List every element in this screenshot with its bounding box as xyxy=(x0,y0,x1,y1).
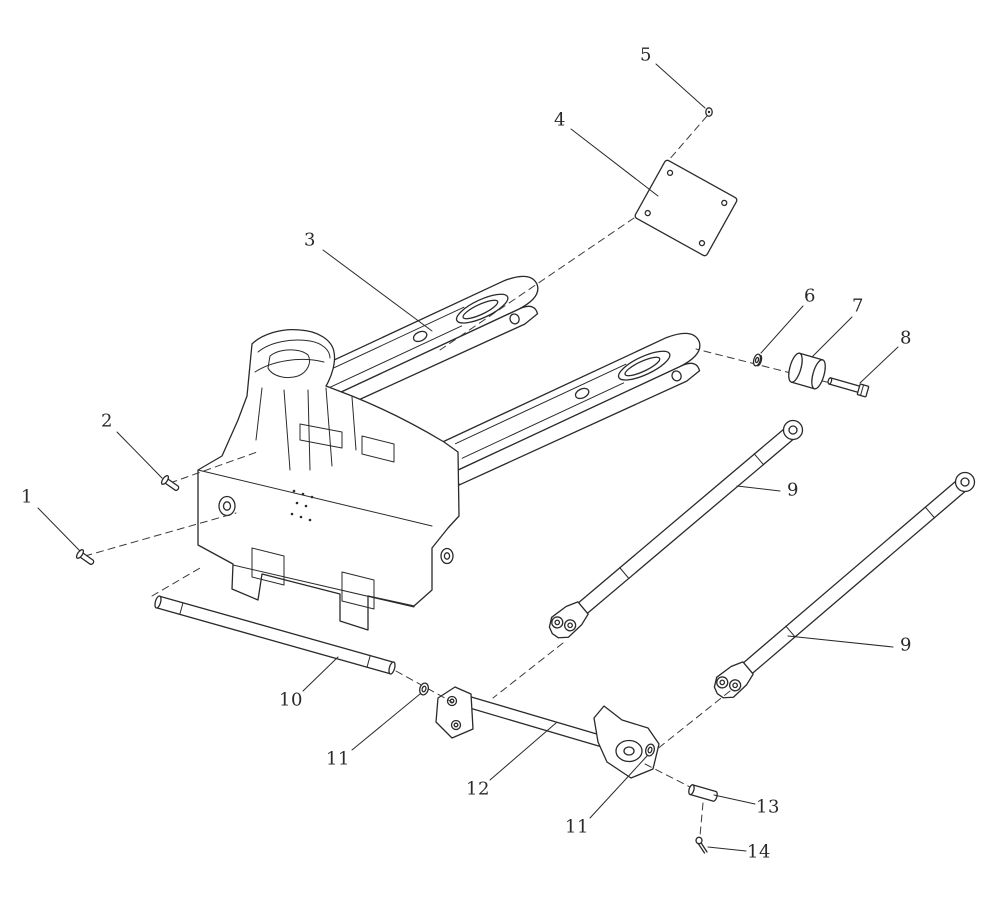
leader-9b xyxy=(787,635,894,648)
fork-right xyxy=(439,332,701,486)
axle-rod xyxy=(154,595,396,675)
leader-4 xyxy=(570,128,659,197)
cotter-pin-14 xyxy=(695,836,708,854)
rivet-part-5 xyxy=(705,107,713,117)
retaining-ring-11a xyxy=(418,682,430,696)
leader-8 xyxy=(859,346,899,384)
push-rod-upper xyxy=(548,419,804,639)
leader-6 xyxy=(760,305,804,354)
crank-shaft xyxy=(435,686,660,779)
leader-lines xyxy=(37,63,899,852)
clevis-pin-13 xyxy=(688,784,718,802)
leader-14 xyxy=(707,846,747,852)
push-rod-lower xyxy=(713,471,976,699)
leader-7 xyxy=(811,316,853,358)
leader-11a xyxy=(351,693,421,751)
retaining-ring-11b xyxy=(644,743,656,757)
screw-part-1 xyxy=(75,549,95,566)
leader-11b xyxy=(589,755,648,819)
leader-9a xyxy=(736,485,781,492)
leader-10 xyxy=(302,656,339,692)
assembly-dashed-lines xyxy=(84,115,863,837)
washer-part-6 xyxy=(752,353,763,367)
leader-12 xyxy=(489,722,557,781)
leader-3 xyxy=(322,249,433,332)
name-plate xyxy=(634,159,738,257)
screw-part-2 xyxy=(160,475,180,492)
leader-1 xyxy=(37,507,81,552)
bolt-part-8 xyxy=(827,377,870,398)
leader-2 xyxy=(116,431,163,479)
leader-5 xyxy=(655,63,706,109)
leader-13 xyxy=(713,794,756,805)
carriage-frame xyxy=(197,328,460,631)
roller-part-7 xyxy=(788,352,826,390)
